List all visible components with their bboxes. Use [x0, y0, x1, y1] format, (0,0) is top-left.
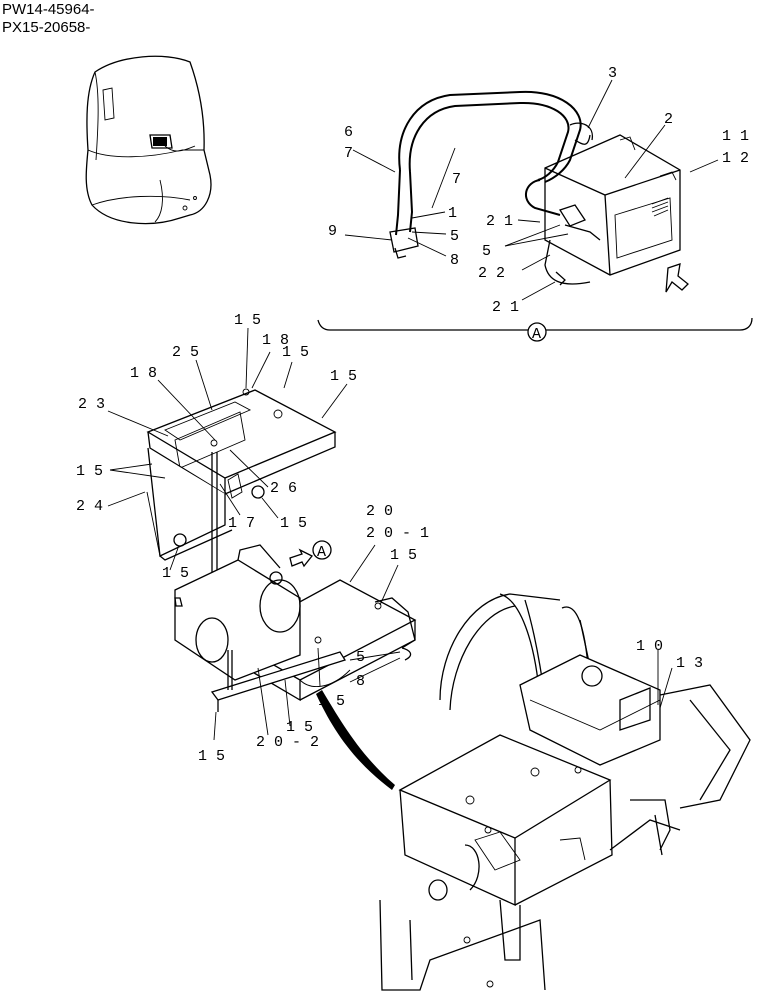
- callout-15: 1 5: [162, 565, 189, 582]
- callout-9: 9: [328, 223, 337, 240]
- callout-8: 8: [450, 252, 459, 269]
- arrow-icon: [289, 548, 314, 568]
- callout-15: 1 5: [390, 547, 417, 564]
- callout-18: 1 8: [130, 365, 157, 382]
- svg-text:A: A: [317, 544, 326, 561]
- callout-13: 1 3: [676, 655, 703, 672]
- callout-22: 2 2: [478, 265, 505, 282]
- callout-10: 1 0: [636, 638, 663, 655]
- serial-range-2: PX15-20658-: [2, 19, 91, 36]
- arrow-icon: [665, 263, 689, 293]
- detail-marker-label: A: [532, 326, 541, 343]
- callout-25: 2 5: [172, 344, 199, 361]
- callout-18: 1 8: [262, 332, 289, 349]
- heater-unit-detail: [344, 79, 719, 301]
- main-leaders: [107, 327, 673, 741]
- callout-24: 2 4: [76, 498, 103, 515]
- view-direction-arrow: A: [289, 540, 332, 568]
- callout-20: 2 0: [366, 503, 393, 520]
- callout-1: 1: [448, 205, 457, 222]
- callout-15: 1 5: [318, 693, 345, 710]
- callout-15: 1 5: [234, 312, 261, 329]
- callout-15: 1 5: [282, 344, 309, 361]
- callout-12: 1 2: [722, 150, 749, 167]
- callout-15: 1 5: [330, 368, 357, 385]
- serial-range-1: PW14-45964-: [2, 1, 95, 18]
- callout-15: 1 5: [198, 748, 225, 765]
- callout-5: 5: [482, 243, 491, 260]
- callout-15: 1 5: [286, 719, 313, 736]
- duct-assembly: [146, 388, 417, 712]
- callout-7: 7: [452, 171, 461, 188]
- main-callouts: 1 5 1 8 2 5 1 5 1 8 1 5 2 3 1 5 2 6 2 4 …: [76, 312, 703, 765]
- callout-2: 2: [664, 111, 673, 128]
- heater-grille: [651, 197, 669, 217]
- machine-frame: [379, 593, 751, 991]
- callout-3: 3: [608, 65, 617, 82]
- detail-marker-badge: [527, 322, 547, 342]
- callout-8: 8: [356, 673, 365, 690]
- callout-17: 1 7: [228, 515, 255, 532]
- cab-location-view: [85, 55, 212, 225]
- callout-21: 2 1: [486, 213, 513, 230]
- callout-15: 1 5: [280, 515, 307, 532]
- callout-23: 2 3: [78, 396, 105, 413]
- callout-21: 2 1: [492, 299, 519, 316]
- callout-7: 7: [344, 145, 353, 162]
- location-pointer: [316, 690, 395, 790]
- callout-11: 1 1: [722, 128, 749, 145]
- callout-20-1: 2 0 - 1: [366, 525, 429, 542]
- callout-5: 5: [356, 649, 365, 666]
- callout-6: 6: [344, 124, 353, 141]
- callout-20-2: 2 0 - 2: [256, 734, 319, 751]
- callout-15: 1 5: [76, 463, 103, 480]
- callout-5: 5: [450, 228, 459, 245]
- detail-a-callouts: 3 2 1 1 1 2 6 7 7 1 2 1 9 5 5 8 2 2 2 1: [328, 65, 749, 316]
- callout-26: 2 6: [270, 480, 297, 497]
